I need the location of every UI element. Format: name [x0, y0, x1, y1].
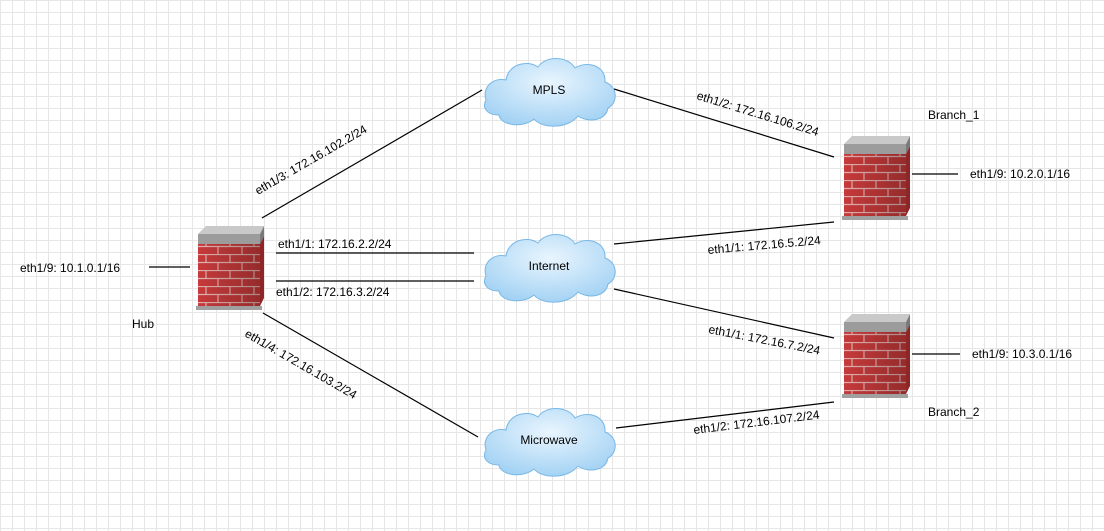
iface-label-b1-eth1-9: eth1/9: 10.2.0.1/16	[970, 167, 1070, 181]
cloud-mpls[interactable]: MPLS	[484, 57, 616, 127]
cloud-label-internet: Internet	[529, 259, 570, 273]
iface-label-hub-eth1-1: eth1/1: 172.16.2.2/24	[278, 237, 392, 251]
cloud-microwave[interactable]: Microwave	[484, 407, 616, 477]
device-label-branch1: Branch_1	[928, 108, 980, 122]
device-hub[interactable]	[196, 226, 264, 310]
device-label-branch2: Branch_2	[928, 405, 980, 419]
firewall-icon	[842, 314, 910, 398]
links	[149, 88, 960, 438]
link-hub-microwave	[262, 312, 479, 438]
device-label-hub: Hub	[132, 317, 154, 331]
iface-label-b1-eth1-1: eth1/1: 172.16.5.2/24	[707, 233, 822, 257]
cloud-label-mpls: MPLS	[533, 83, 566, 97]
iface-label-hub-eth1-4: eth1/4: 172.16.103.2/24	[243, 326, 360, 402]
link-hub-mpls	[261, 89, 483, 219]
firewall-icon	[196, 226, 264, 310]
iface-label-b2-eth1-2: eth1/2: 172.16.107.2/24	[693, 408, 821, 437]
device-branch1[interactable]	[842, 136, 910, 220]
firewall-icon	[842, 136, 910, 220]
iface-label-b2-eth1-9: eth1/9: 10.3.0.1/16	[972, 347, 1072, 361]
device-branch2[interactable]	[842, 314, 910, 398]
link-internet-branch1	[613, 221, 835, 245]
cloud-label-microwave: Microwave	[520, 433, 578, 447]
iface-label-hub-eth1-2: eth1/2: 172.16.3.2/24	[276, 285, 390, 299]
iface-label-hub-eth1-3: eth1/3: 172.16.102.2/24	[253, 122, 370, 198]
link-mpls-branch1	[613, 88, 835, 158]
cloud-internet[interactable]: Internet	[484, 233, 616, 303]
iface-label-b2-eth1-1: eth1/1: 172.16.7.2/24	[707, 322, 821, 357]
link-microwave-branch2	[615, 401, 835, 429]
iface-label-b1-eth1-2: eth1/2: 172.16.106.2/24	[695, 88, 821, 139]
link-internet-branch2	[613, 288, 835, 339]
iface-label-hub-eth1-9: eth1/9: 10.1.0.1/16	[20, 261, 120, 275]
